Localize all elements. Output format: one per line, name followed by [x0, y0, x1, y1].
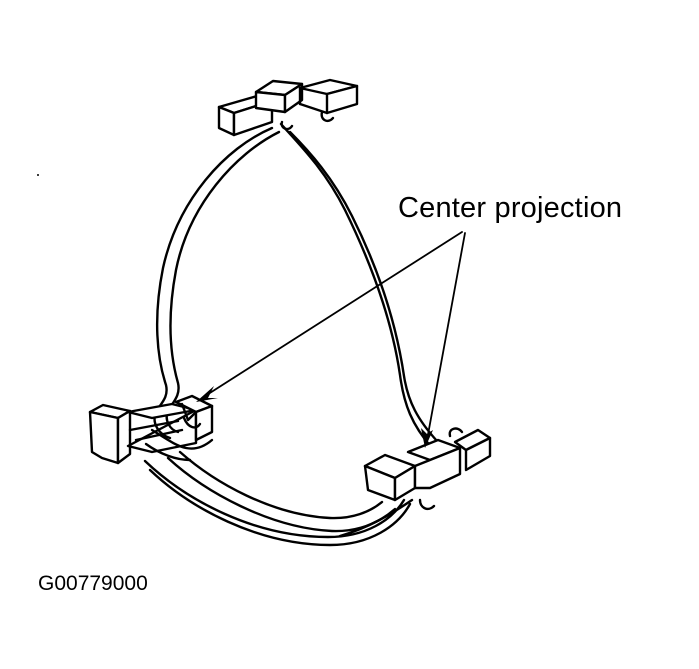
top-clip — [217, 78, 359, 137]
arrowhead-right — [421, 428, 433, 448]
left-clip — [88, 394, 214, 465]
arrowhead-left — [196, 386, 218, 402]
right-clip — [363, 427, 492, 511]
figure-id: G00779000 — [38, 572, 148, 595]
center-projection-label: Center projection — [398, 192, 623, 224]
leader-lines — [201, 231, 466, 441]
